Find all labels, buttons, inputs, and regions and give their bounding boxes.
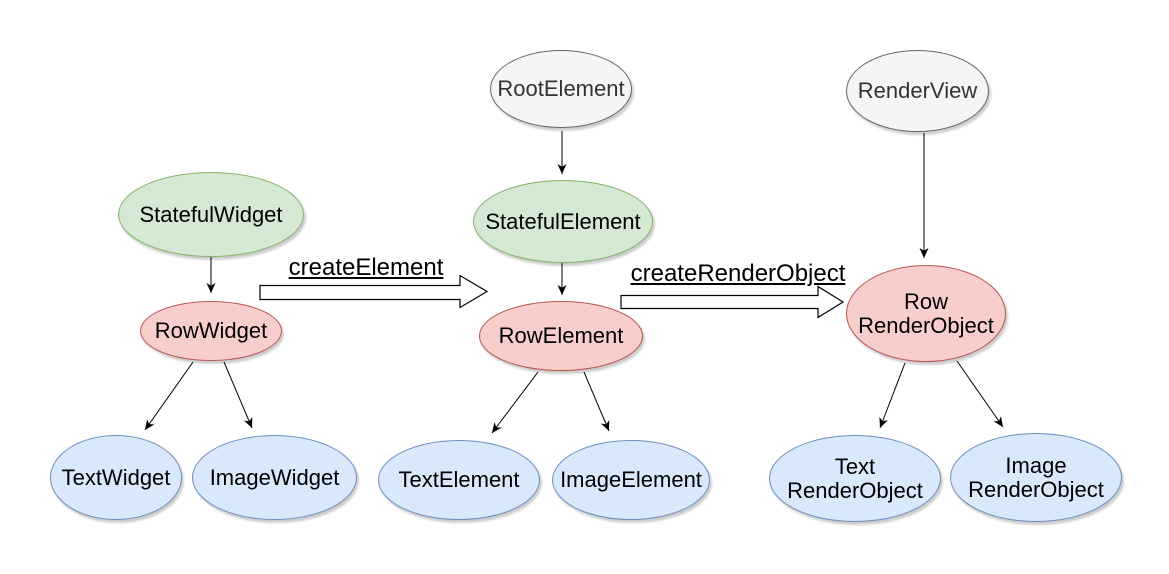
- node-render-view: RenderView: [846, 50, 989, 132]
- edge-rowrenderobject-textrenderobject: [879, 362, 906, 429]
- node-stateful-widget-label: StatefulWidget: [139, 201, 283, 227]
- edge-rowelement-textelement: [491, 371, 539, 434]
- node-stateful-element-label: StatefulElement: [485, 208, 641, 234]
- edge-rowwidget-imagewidget: [223, 361, 253, 429]
- node-image-render-object-label: Image RenderObject: [968, 452, 1104, 502]
- node-text-element-label: TextElement: [398, 467, 520, 492]
- node-image-render-object: Image RenderObject: [950, 433, 1122, 522]
- node-render-view-label: RenderView: [857, 78, 978, 103]
- edge-rowwidget-textwidget: [144, 361, 194, 431]
- edge-rowelement-imageelement: [583, 371, 610, 432]
- node-row-widget: RowWidget: [140, 301, 282, 361]
- node-row-render-object: Row RenderObject: [846, 265, 1006, 362]
- node-image-element-label: ImageElement: [560, 467, 702, 492]
- node-text-element: TextElement: [378, 440, 540, 520]
- node-text-render-object-label: Text RenderObject: [787, 453, 923, 503]
- node-image-element: ImageElement: [552, 440, 710, 520]
- node-row-element-label: RowElement: [498, 323, 624, 348]
- create-element-label: createElement: [288, 254, 444, 281]
- node-image-widget: ImageWidget: [192, 435, 357, 520]
- node-text-render-object: Text RenderObject: [769, 435, 941, 522]
- node-row-element: RowElement: [479, 301, 643, 371]
- node-stateful-widget: StatefulWidget: [118, 172, 304, 257]
- node-stateful-element: StatefulElement: [473, 180, 653, 263]
- node-row-widget-label: RowWidget: [154, 318, 268, 343]
- create-render-object-label: createRenderObject: [630, 260, 846, 287]
- node-root-element-label: RootElement: [497, 76, 625, 101]
- node-text-widget: TextWidget: [50, 435, 182, 520]
- node-root-element: RootElement: [490, 50, 632, 128]
- create-element-block-arrow: [259, 274, 489, 309]
- node-text-widget-label: TextWidget: [61, 464, 171, 490]
- node-row-render-object-label: Row RenderObject: [858, 288, 994, 338]
- edge-rowrenderobject-imagerenderobject: [956, 360, 1004, 428]
- create-render-object-block-arrow: [620, 285, 845, 319]
- node-image-widget-label: ImageWidget: [209, 464, 340, 490]
